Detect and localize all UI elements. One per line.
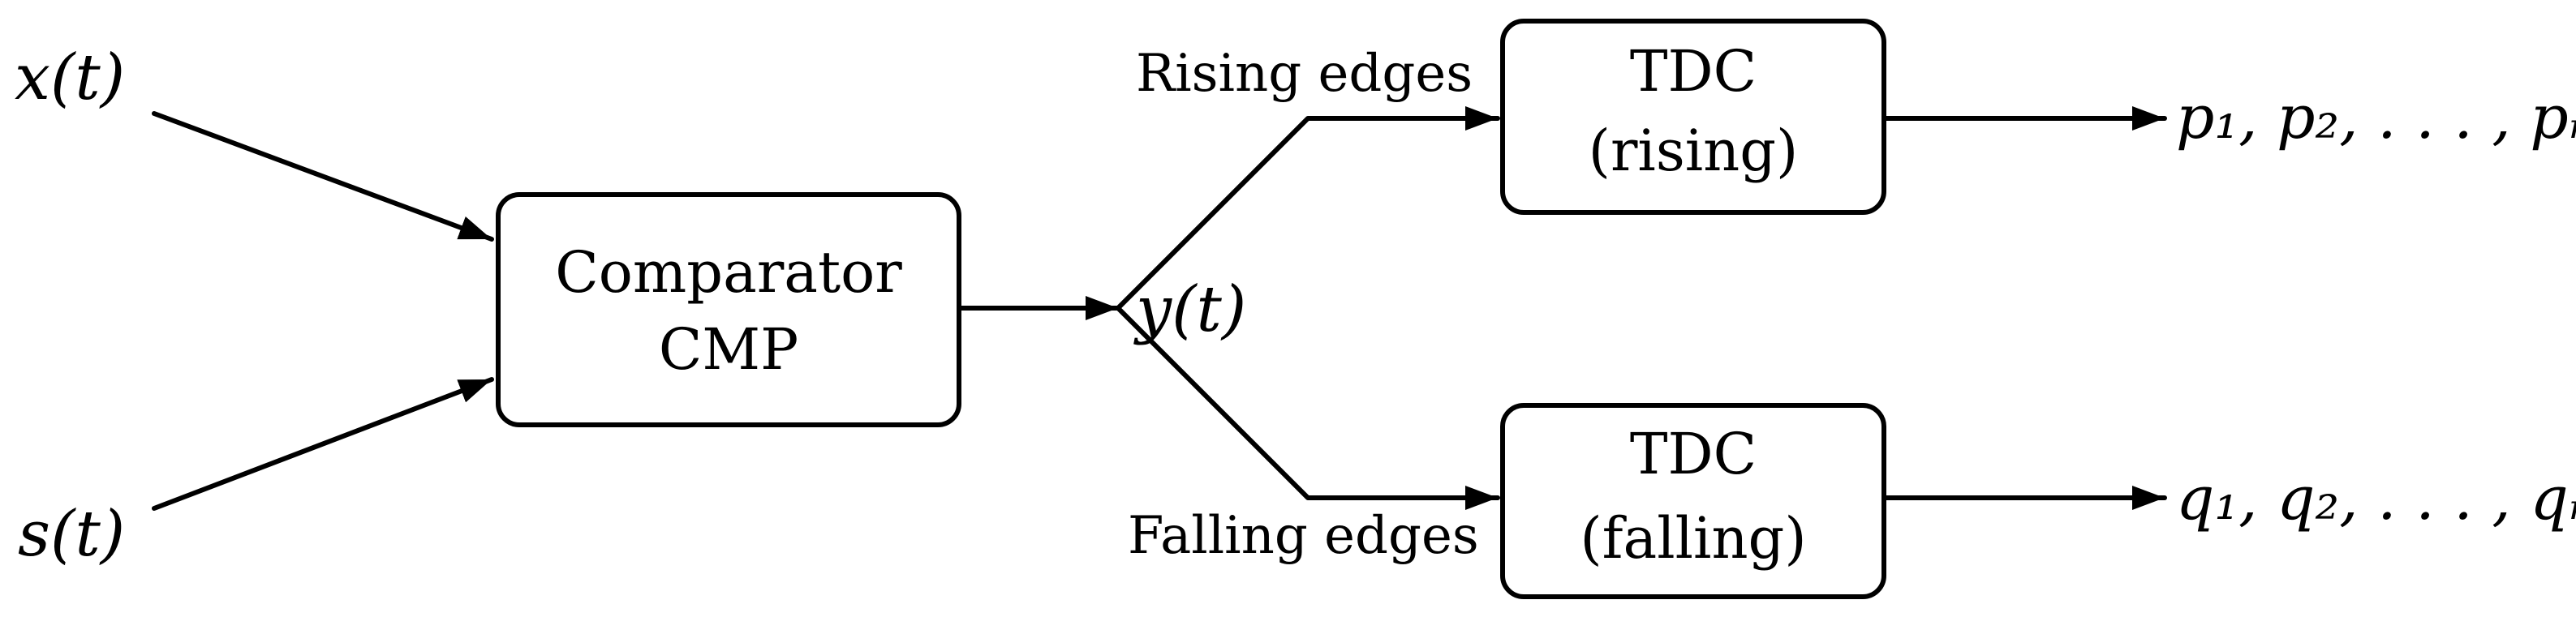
tdc-rising-label-line1: TDC xyxy=(1630,38,1757,105)
comparator-label-line2: CMP xyxy=(659,316,798,383)
output-p-label: p₁, p₂, . . . , pₙ xyxy=(2176,83,2576,152)
arrow-x-to-comparator xyxy=(152,111,494,242)
comparator-block xyxy=(496,192,961,427)
input-x-label: x(t) xyxy=(15,41,125,114)
signal-y-label: y(t) xyxy=(1133,273,1246,346)
branch-rising xyxy=(1116,106,1500,311)
comparator-label-line1: Comparator xyxy=(555,239,902,306)
falling-edges-label: Falling edges xyxy=(1128,506,1479,566)
tdc-falling-block xyxy=(1500,403,1886,599)
tdc-rising-label-line2: (rising) xyxy=(1589,118,1799,184)
tdc-falling-label-line2: (falling) xyxy=(1580,505,1806,572)
output-q-label: q₁, q₂, . . . , qₙ xyxy=(2176,464,2576,533)
rising-edges-label: Rising edges xyxy=(1136,44,1473,104)
branch-falling xyxy=(1116,306,1500,510)
arrow-s-to-comparator xyxy=(152,377,494,511)
tdc-falling-label-line1: TDC xyxy=(1630,421,1757,487)
input-s-label: s(t) xyxy=(18,498,125,571)
